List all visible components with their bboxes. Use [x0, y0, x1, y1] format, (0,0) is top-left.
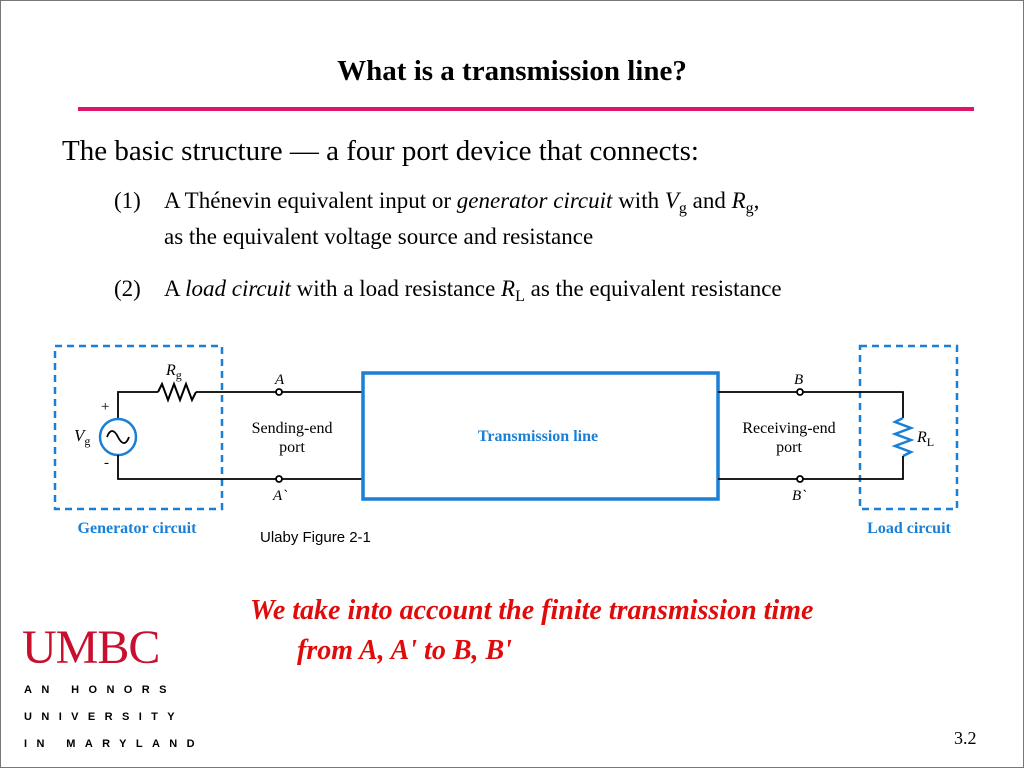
generator-bottom-wire	[117, 455, 276, 480]
load-circuit-label: Load circuit	[867, 520, 951, 537]
terminal-a-prime	[275, 475, 283, 483]
load-bottom-wire	[803, 456, 904, 480]
rl-resistor	[891, 416, 915, 458]
generator-circuit-label: Generator circuit	[78, 520, 198, 537]
node-b-prime-label: B`	[792, 488, 806, 504]
transmission-line-box	[361, 371, 720, 501]
node-b-label: B	[794, 372, 803, 388]
umbc-logo: UMBC	[22, 621, 160, 674]
vg-label: Vg	[74, 426, 90, 448]
item-2-number: (2)	[114, 276, 141, 301]
load-circuit-box	[858, 344, 959, 511]
note-line-2: from A, A' to B, B'	[297, 635, 512, 666]
item-2-text: A load circuit with a load resistance RL…	[164, 276, 782, 305]
item-1-number: (1)	[114, 188, 141, 213]
terminal-b-prime	[796, 475, 804, 483]
rg-label: Rg	[165, 362, 182, 382]
receiving-end-label-1: Receiving-end	[742, 420, 835, 437]
note-line-1: We take into account the finite transmis…	[250, 595, 814, 626]
sending-end-label-1: Sending-end	[252, 420, 333, 437]
logo-tagline-1: AN HONORS	[24, 684, 176, 696]
item-1-line-2: as the equivalent voltage source and res…	[164, 224, 594, 249]
minus-sign: -	[104, 455, 109, 471]
logo-tagline-3: IN MARYLAND	[24, 738, 204, 750]
rg-resistor	[157, 381, 197, 403]
item-1-text: A Thénevin equivalent input or generator…	[164, 188, 760, 217]
slide-title: What is a transmission line?	[337, 55, 687, 87]
logo-tagline-2: UNIVERSITY	[24, 711, 185, 723]
page-number: 3.2	[954, 728, 977, 748]
receiving-end-label-2: port	[776, 439, 802, 456]
node-a-label: A	[274, 372, 285, 388]
plus-sign: +	[101, 399, 109, 415]
terminal-b	[796, 388, 804, 396]
terminal-a	[275, 388, 283, 396]
generator-top-wire	[117, 391, 158, 419]
transmission-line-diagram: Rg Vg + - A A` B B` Sending-end port Rec…	[53, 344, 959, 537]
load-top-wire	[803, 391, 904, 418]
intro-text: The basic structure — a four port device…	[62, 135, 699, 167]
generator-circuit-box	[53, 344, 224, 511]
rl-label: RL	[916, 429, 934, 449]
transmission-line-label: Transmission line	[478, 428, 598, 445]
title-underline	[78, 107, 974, 111]
sending-end-label-2: port	[279, 439, 305, 456]
figure-caption: Ulaby Figure 2-1	[260, 529, 371, 546]
node-a-prime-label: A`	[272, 488, 287, 504]
ac-wave-icon	[106, 430, 130, 444]
